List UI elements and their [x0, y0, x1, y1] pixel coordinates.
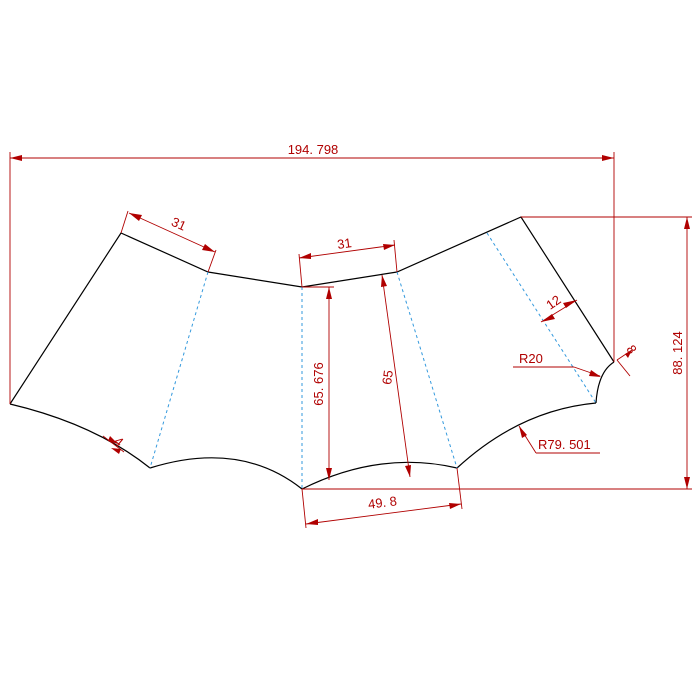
dimension-lines	[9, 152, 692, 529]
dim-bottom-width-ext-b	[456, 467, 463, 510]
arrow-overall-height-bottom	[684, 477, 690, 489]
label-radius-large: R79. 501	[538, 437, 591, 452]
label-top-left: 31	[169, 214, 188, 234]
dim-bottom-width-line	[305, 503, 462, 525]
arrow-center-height-top	[326, 287, 332, 299]
arrow-top-left-b	[202, 244, 215, 252]
dim-top-left-ext-a	[120, 210, 129, 234]
arrow-bottom-width-b	[449, 503, 461, 509]
outline-bottom-arc-center-right	[301, 461, 458, 490]
arrow-tab-width-b	[563, 300, 577, 308]
arrow-overall-width-right	[602, 155, 614, 161]
label-slant-height: 65	[379, 369, 396, 385]
outline-notch-arc	[595, 361, 615, 404]
arrow-tab-small	[625, 350, 632, 358]
fold-line-4	[486, 232, 597, 404]
arrow-small-left-a	[108, 436, 118, 444]
outline-bottom-arc-right	[456, 402, 597, 469]
outline-bottom-arc-left	[9, 403, 151, 469]
arrow-slant-height-bottom	[405, 465, 411, 477]
label-overall-width: 194. 798	[288, 142, 339, 157]
label-bottom-width: 49. 8	[367, 493, 398, 511]
arrow-r20	[589, 370, 601, 377]
fold-lines	[149, 232, 597, 489]
arrow-r79	[519, 426, 527, 438]
arrow-top-mid-a	[299, 253, 311, 259]
dim-tab-small-ext	[616, 359, 631, 377]
arrow-bottom-width-a	[306, 519, 318, 525]
label-overall-height: 88. 124	[670, 331, 685, 374]
arrow-top-mid-b	[383, 244, 395, 250]
dim-top-left-line	[128, 212, 216, 253]
outline-bottom-arc-center-left	[149, 457, 303, 490]
dim-top-left-ext-b	[207, 249, 217, 273]
fold-line-1	[149, 271, 209, 469]
dim-top-mid-line	[298, 244, 396, 259]
arrow-overall-width-left	[10, 155, 22, 161]
dim-top-mid-ext-a	[298, 253, 303, 288]
arrow-overall-height-top	[684, 217, 690, 229]
dim-bottom-width-ext-a	[301, 488, 307, 529]
dim-slant-height-line	[381, 274, 411, 478]
arrow-small-left-b	[111, 448, 121, 454]
dimension-labels: 194. 798 88. 124 31 31 65. 676 65 49. 8 …	[111, 142, 685, 512]
label-top-mid: 31	[336, 235, 352, 252]
fold-line-3	[396, 271, 458, 469]
arrow-center-height-bottom	[326, 468, 332, 480]
arrow-tab-width-a	[541, 314, 555, 322]
label-radius-small: R20	[519, 351, 543, 366]
arrow-slant-height-top	[381, 275, 387, 287]
label-tab-width: 12	[543, 292, 563, 313]
arrow-top-left-a	[129, 213, 142, 221]
label-center-height: 65. 676	[311, 362, 326, 405]
label-small-left: 4	[111, 433, 126, 449]
